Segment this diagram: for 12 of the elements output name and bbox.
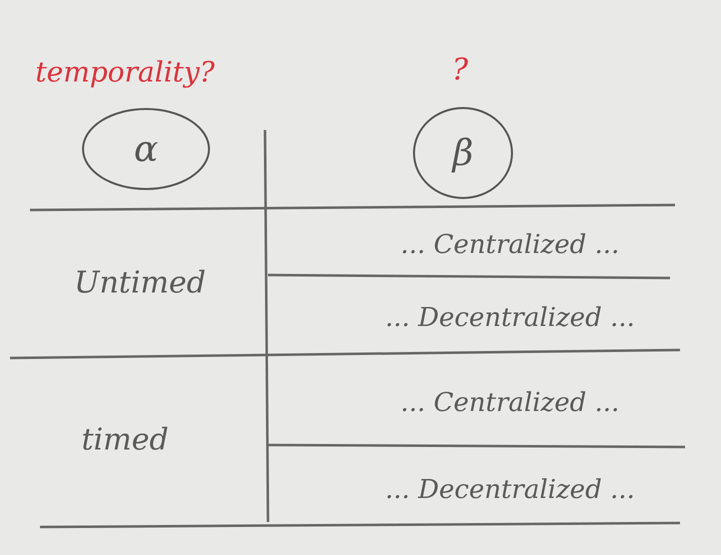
table-cell: ... Centralized ... (400, 388, 620, 418)
table-cell: ... Decentralized ... (385, 475, 635, 505)
greek-symbol: α (134, 128, 158, 170)
table-cell: ... Centralized ... (400, 230, 620, 260)
question-mark: ? (452, 52, 468, 88)
row-header: Untimed (74, 266, 206, 300)
greek-symbol: β (452, 132, 474, 174)
heading-note: temporality? (35, 56, 215, 88)
row-header: timed (81, 422, 169, 458)
table-cell: ... Decentralized ... (385, 303, 635, 333)
symbol-circle (82, 108, 210, 190)
symbol-circle (413, 107, 513, 199)
